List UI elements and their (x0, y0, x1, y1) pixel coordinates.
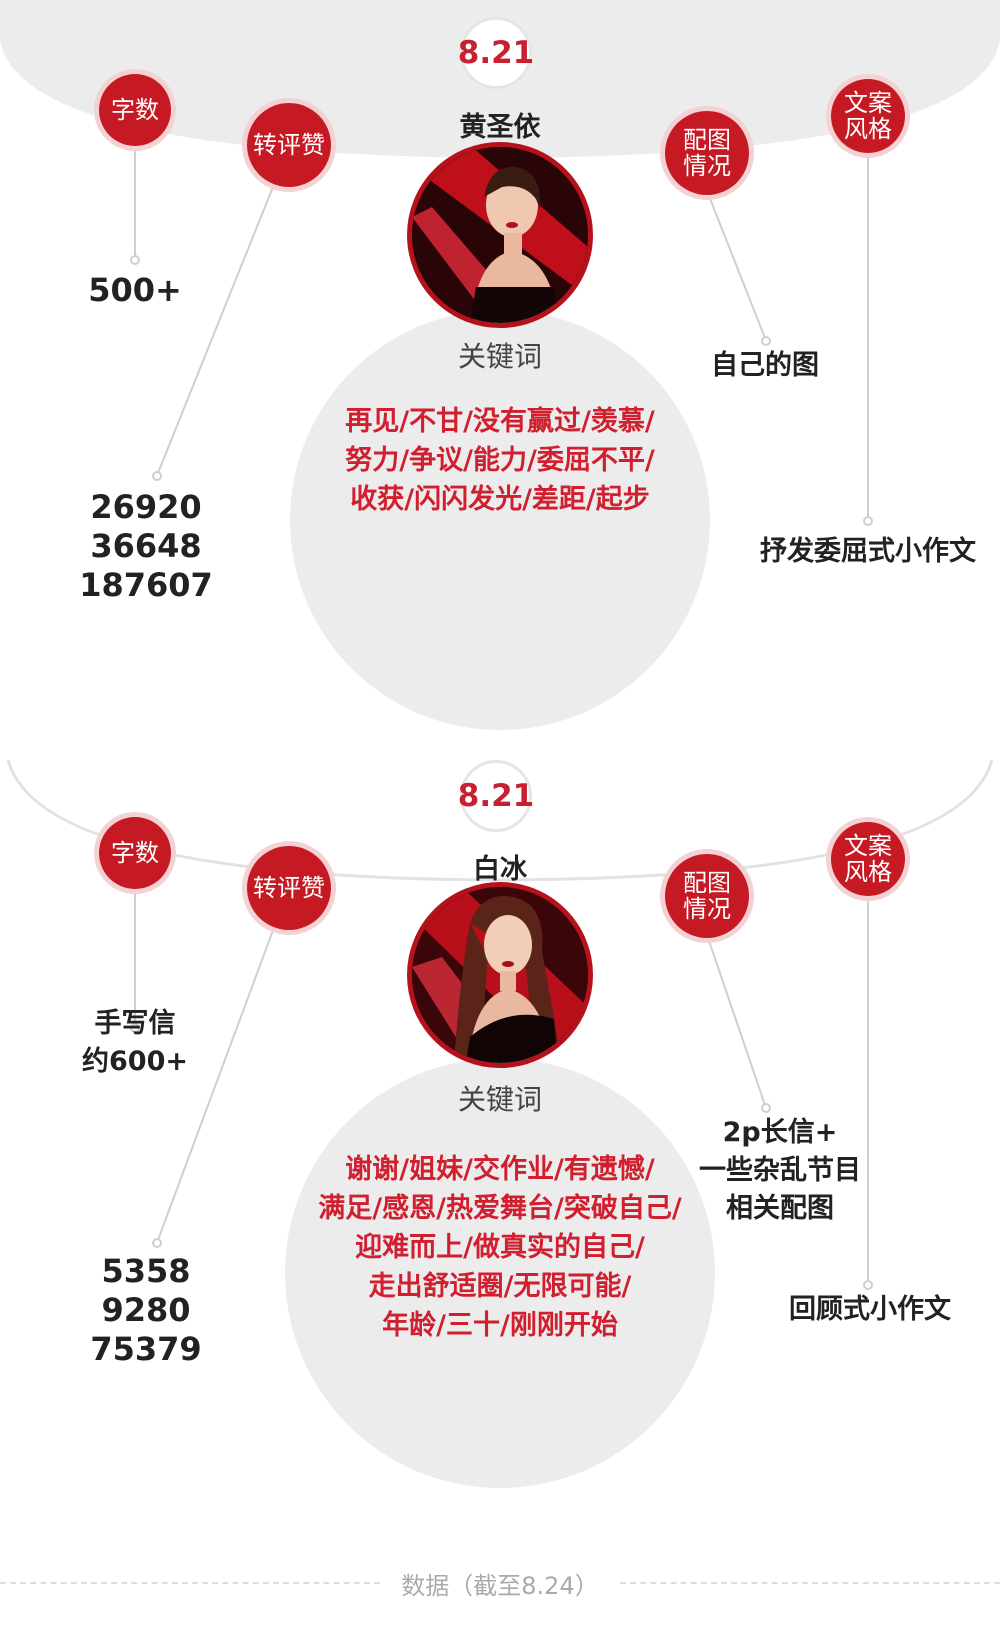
footer-source-note: 数据（截至8.24） (401, 1572, 599, 1600)
portrait-image (407, 142, 593, 328)
keyword-line: 收获/闪闪发光/差距/起步 (350, 484, 650, 515)
keyword-line: 再见/不甘/没有赢过/羡慕/ (345, 406, 655, 437)
person-name: 白冰 (473, 854, 527, 885)
keyword-line: 谢谢/姐妹/交作业/有遗憾/ (345, 1154, 655, 1185)
word-count-value: 500+ (88, 271, 182, 309)
comments-value: 36648 (90, 527, 202, 565)
footer: 数据（截至8.24） (0, 1562, 1000, 1602)
date-badge: 8.21 (458, 760, 534, 832)
tag-word-count: 字数 (99, 817, 171, 889)
style-value: 抒发委屈式小作文 (760, 536, 976, 567)
keywords-circle (285, 1058, 715, 1488)
portrait-image (407, 882, 593, 1068)
keyword-line: 年龄/三十/刚刚开始 (382, 1310, 618, 1341)
keyword-line: 走出舒适圈/无限可能/ (368, 1271, 632, 1302)
tag-word-count: 字数 (99, 74, 171, 146)
tag-engagement: 转评赞 (247, 103, 331, 187)
profile-section-bai: 8.21 白冰 关键词 谢谢/姐妹/交作业/有遗憾/ 满足/感恩/热爱舞台/突破… (0, 760, 1000, 1540)
person-name: 黄圣依 (459, 112, 541, 143)
keywords-text: 再见/不甘/没有赢过/羡慕/ 努力/争议/能力/委屈不平/ 收获/闪闪发光/差距… (300, 402, 700, 519)
comments-value: 9280 (101, 1291, 191, 1329)
keywords-title: 关键词 (457, 1083, 542, 1116)
images-value: 2p长信+ 一些杂乱节目 相关配图 (699, 1117, 861, 1224)
images-value: 自己的图 (711, 350, 819, 381)
style-value: 回顾式小作文 (789, 1294, 951, 1325)
tag-style: 文案风格 (831, 79, 905, 153)
keywords-text: 谢谢/姐妹/交作业/有遗憾/ 满足/感恩/热爱舞台/突破自己/ 迎难而上/做真实… (290, 1150, 710, 1345)
keyword-line: 满足/感恩/热爱舞台/突破自己/ (318, 1193, 682, 1224)
word-count-value: 手写信 约600+ (82, 1008, 188, 1077)
likes-value: 187607 (79, 566, 213, 604)
footer-divider-right (620, 1582, 1000, 1584)
reposts-value: 26920 (90, 488, 202, 526)
keyword-line: 努力/争议/能力/委屈不平/ (345, 445, 655, 476)
likes-value: 75379 (90, 1330, 202, 1368)
footer-divider-left (0, 1582, 380, 1584)
date-badge: 8.21 (458, 17, 534, 89)
tag-style: 文案风格 (831, 822, 905, 896)
keywords-circle (290, 310, 710, 730)
engagement-values: 5358 9280 75379 (66, 1252, 226, 1369)
tag-images: 配图情况 (665, 111, 749, 195)
engagement-values: 26920 36648 187607 (66, 488, 226, 605)
reposts-value: 5358 (101, 1252, 191, 1290)
tag-images: 配图情况 (665, 854, 749, 938)
tag-engagement: 转评赞 (247, 846, 331, 930)
profile-section-huang: 8.21 黄圣依 关键词 再见/不甘/没有赢过/羡慕/ 努力/争议/能力/委屈不… (0, 0, 1000, 760)
keywords-title: 关键词 (457, 340, 542, 373)
keyword-line: 迎难而上/做真实的自己/ (355, 1232, 645, 1263)
